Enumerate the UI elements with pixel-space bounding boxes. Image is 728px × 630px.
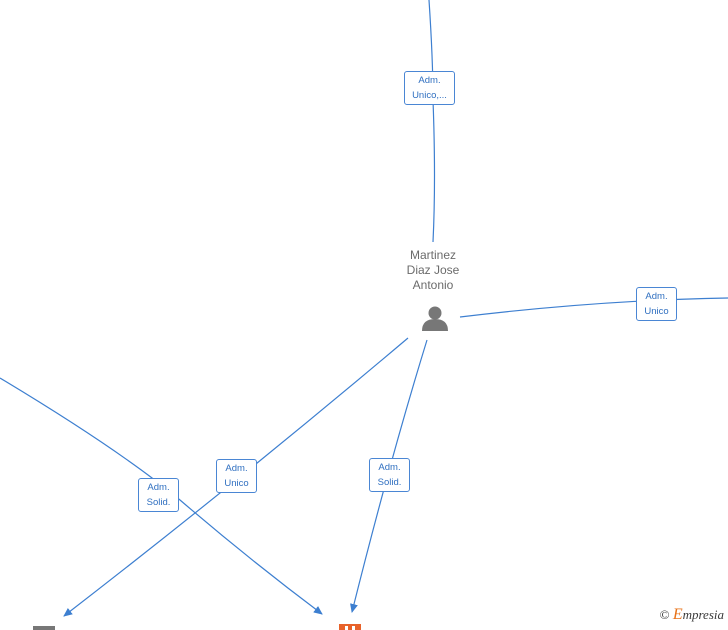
building-icon: [33, 626, 55, 630]
edge-label-line: Solid.: [377, 477, 402, 488]
edge-top: [428, 0, 436, 243]
edge-label-line: Unico: [224, 478, 249, 489]
person-name-line: Antonio: [412, 278, 454, 292]
watermark-brand-initial: E: [672, 606, 683, 623]
edge-far-left: [0, 377, 323, 615]
edge-label-line: Adm.: [418, 75, 441, 86]
person-name-line: Diaz Jose: [406, 263, 460, 277]
edge-label-far-left[interactable]: Adm. Solid.: [138, 478, 179, 512]
copyright-icon: ©: [659, 607, 670, 622]
building-icon[interactable]: [339, 624, 361, 630]
edge-label-line: Adm.: [225, 463, 248, 474]
person-icon[interactable]: [422, 306, 448, 332]
edge-right: [459, 297, 728, 318]
watermark-brand-rest: mpresia: [682, 607, 724, 622]
watermark: © Empresia: [660, 606, 724, 624]
edge-label-right[interactable]: Adm. Unico: [636, 287, 677, 321]
edge-label-line: Adm.: [378, 462, 401, 473]
person-name-line: Martinez: [409, 248, 456, 262]
edge-label-line: Unico,...: [412, 90, 447, 101]
person-name[interactable]: Martinez Diaz Jose Antonio: [392, 248, 474, 293]
edge-label-lower-center[interactable]: Adm. Solid.: [369, 458, 410, 492]
edge-label-lower-left[interactable]: Adm. Unico: [216, 459, 257, 493]
edge-label-line: Unico: [644, 306, 669, 317]
edge-label-top[interactable]: Adm. Unico,...: [404, 71, 455, 105]
edge-label-line: Solid.: [146, 497, 171, 508]
edge-label-line: Adm.: [645, 291, 668, 302]
edge-label-line: Adm.: [147, 482, 170, 493]
